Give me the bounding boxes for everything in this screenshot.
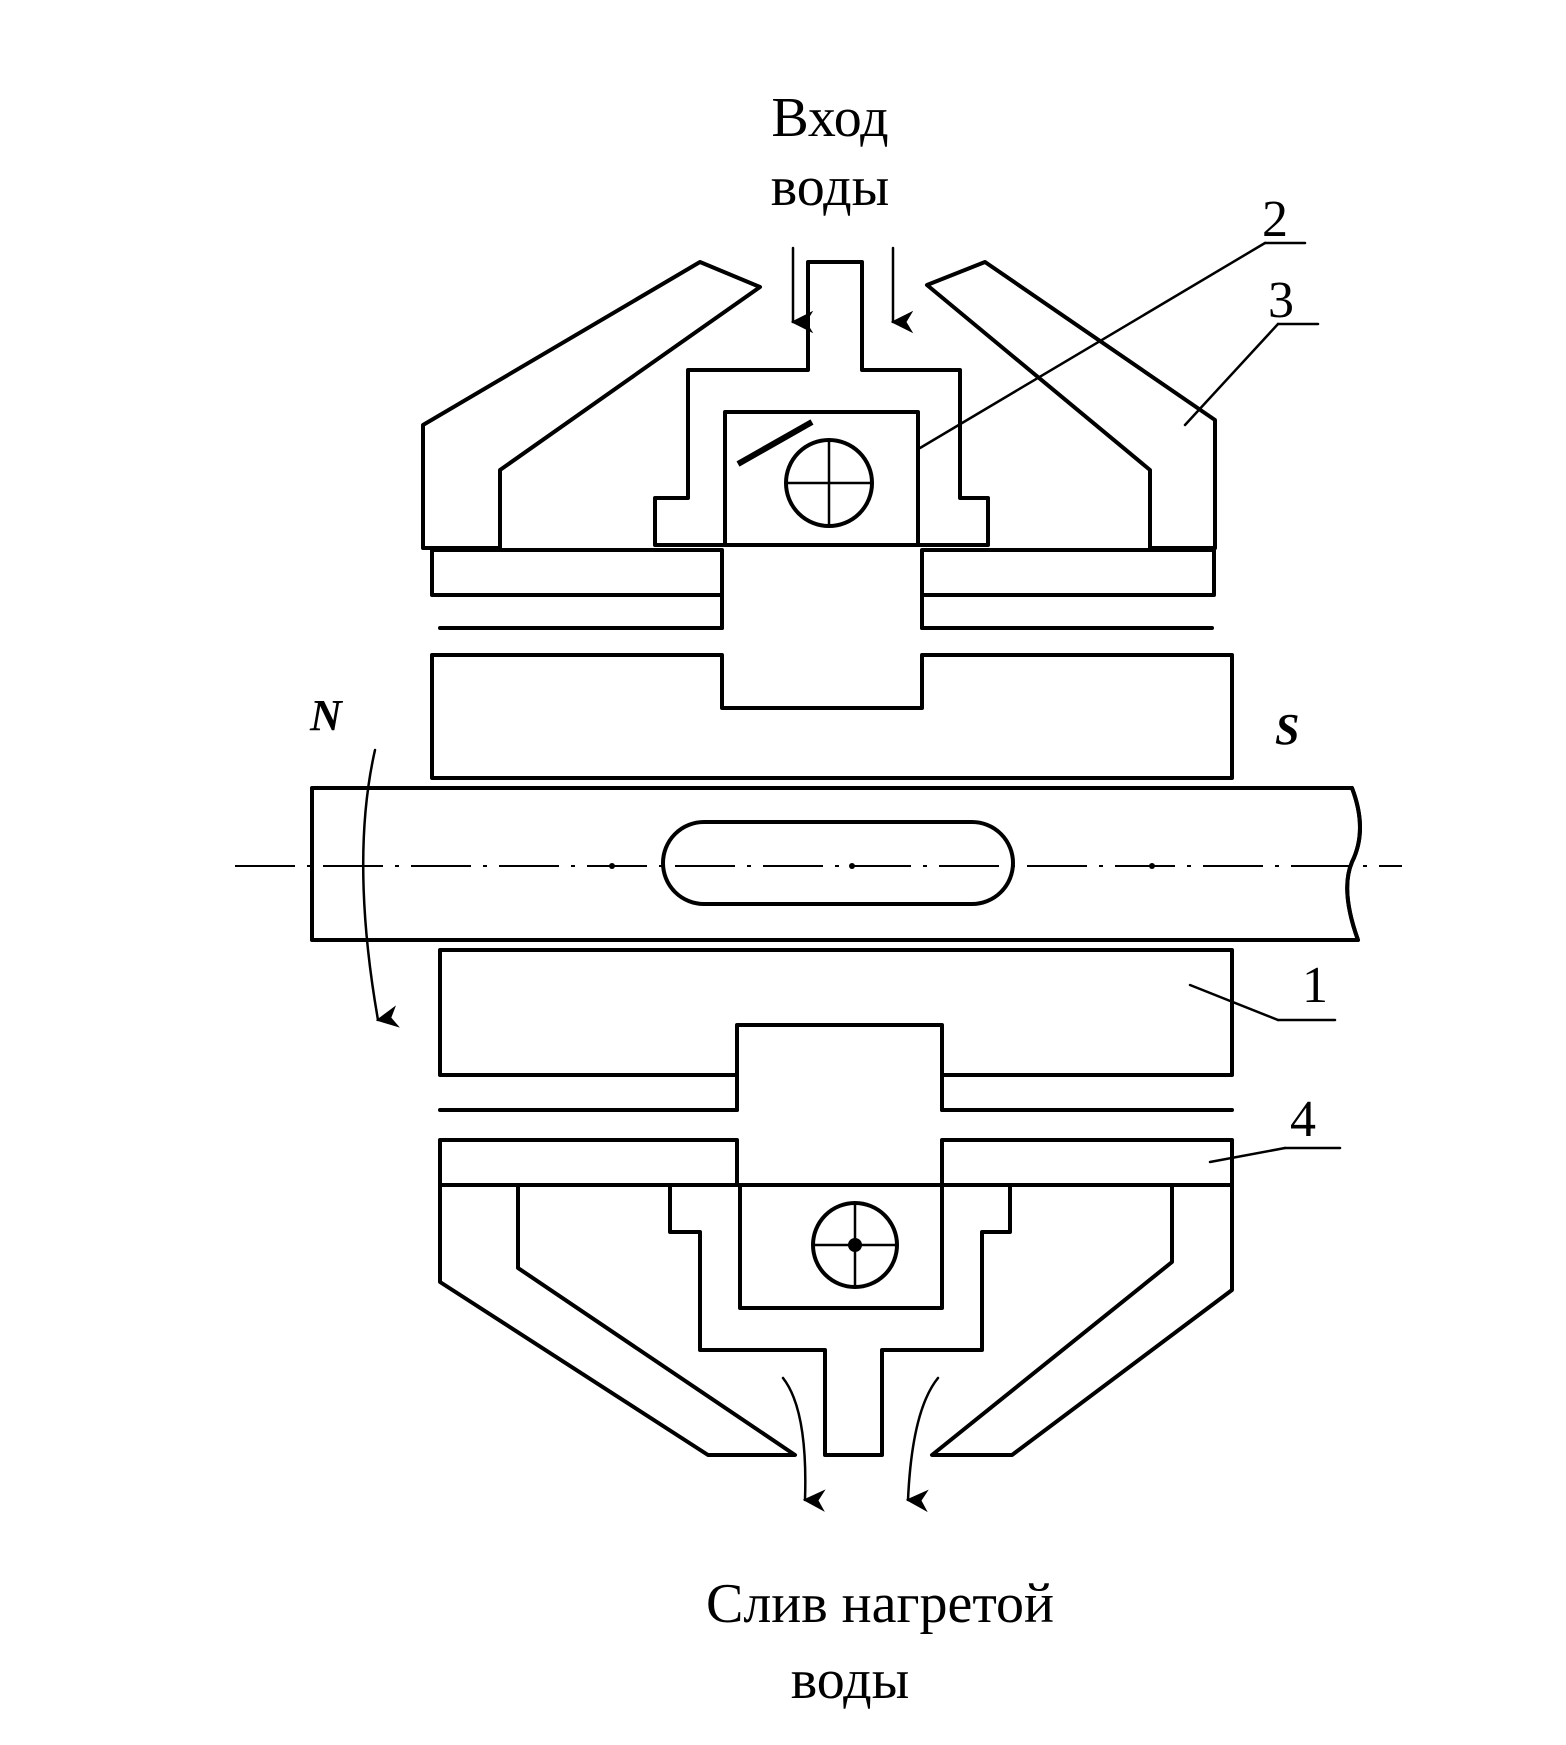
upper-housing-right — [925, 260, 1217, 550]
shaft — [235, 786, 1402, 942]
lower-channel — [438, 1073, 1234, 1112]
lower-sleeve-right — [940, 1138, 1234, 1187]
upper-sleeve-right — [920, 548, 1216, 597]
callout-1: 1 — [1302, 957, 1328, 1014]
outlet-arrows — [781, 1376, 940, 1513]
outlet-stem — [668, 1183, 1012, 1457]
lower-housing-right — [930, 1183, 1234, 1457]
callout-3: 3 — [1268, 272, 1294, 329]
inlet-label-line2: воды — [771, 156, 890, 218]
inlet-stem — [653, 260, 990, 547]
lower-housing-left — [438, 1183, 797, 1457]
upper-sleeve-left — [430, 548, 724, 597]
callout-leaders — [918, 241, 1342, 1164]
inlet-arrows — [790, 246, 914, 334]
inlet-label-line1: Вход — [771, 87, 888, 149]
shaft-keyway — [661, 820, 1015, 906]
callout-4: 4 — [1290, 1091, 1316, 1148]
rotor-upper — [430, 653, 1234, 780]
outlet-label-line2: воды — [791, 1649, 910, 1711]
upper-seal-block — [723, 410, 920, 547]
lower-ball-icon — [811, 1201, 899, 1289]
rotor-lower — [438, 948, 1234, 1077]
upper-housing-left — [421, 260, 762, 550]
upper-channel — [438, 593, 1214, 630]
callout-2: 2 — [1262, 191, 1288, 248]
outlet-label-line1: Слив нагретой — [706, 1573, 1054, 1635]
lower-sleeve-left — [438, 1138, 739, 1187]
south-pole-label: S — [1275, 705, 1299, 754]
upper-ball-icon — [784, 438, 874, 528]
rotation-arrow — [361, 748, 400, 1028]
north-pole-label: N — [309, 691, 344, 740]
lower-seal-block — [738, 1183, 944, 1310]
